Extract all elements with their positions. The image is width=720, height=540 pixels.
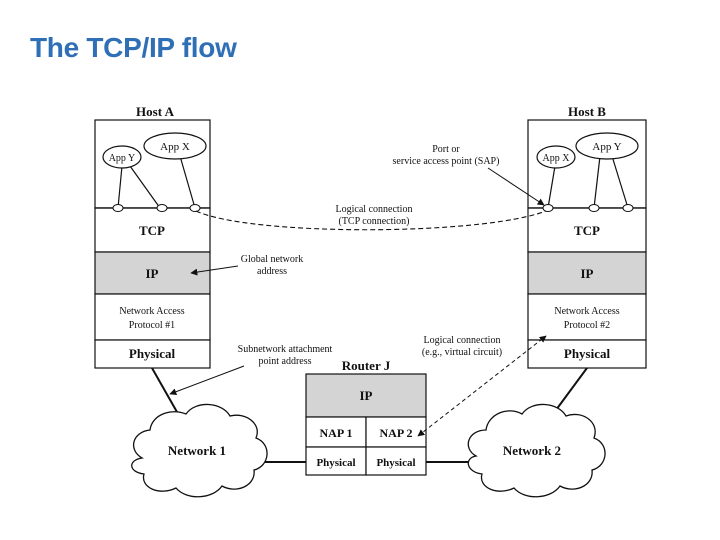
network-1-label: Network 1 <box>168 443 226 458</box>
host-b-app-x <box>536 145 576 169</box>
host-b-physical-layer <box>527 339 647 369</box>
global-address-arrow <box>190 265 239 276</box>
host-a-nap-label-1: Network Access <box>119 306 184 317</box>
host-b-app-x-label: App X <box>543 153 571 164</box>
host-b-port-3 <box>622 204 634 212</box>
router-nap2-label: NAP 2 <box>380 426 413 440</box>
host-a-nap-layer <box>94 293 211 341</box>
host-a-port-2 <box>156 204 168 212</box>
host-b: Host B App X App Y TCP IP Network Access… <box>527 104 647 369</box>
subnet-address-label-line2: point address <box>258 356 311 367</box>
router-nap1-label: NAP 1 <box>320 426 353 440</box>
host-a-app-x <box>143 132 207 160</box>
host-b-nap-label-1: Network Access <box>554 306 619 317</box>
host-a-physical-label: Physical <box>129 346 176 361</box>
router-physical1-layer <box>305 446 367 476</box>
router-label: Router J <box>342 358 391 373</box>
host-b-physical-label: Physical <box>564 346 611 361</box>
global-address-label-line2: address <box>257 266 287 277</box>
port-annotation-line1: Port or <box>432 144 460 155</box>
global-address-label-line1: Global network <box>241 254 304 265</box>
host-b-app-y-label: App Y <box>592 141 621 153</box>
host-b-label: Host B <box>568 104 606 119</box>
router-physical2-label: Physical <box>376 457 415 469</box>
host-a-port-1 <box>112 204 124 212</box>
router-physical1-label: Physical <box>316 457 355 469</box>
tcp-connection-label-line1: Logical connection <box>336 204 413 215</box>
router-ip-label: IP <box>360 388 373 403</box>
host-b-port-2 <box>588 204 600 212</box>
host-b-ip-label: IP <box>581 266 594 281</box>
router-j: Router J IP NAP 1 NAP 2 Physical Physica… <box>305 358 427 476</box>
tcp-logical-connection <box>195 210 547 231</box>
host-a-app-y <box>102 145 142 169</box>
subnet-address-arrow <box>169 365 245 396</box>
link-host-b-network-2 <box>555 367 588 411</box>
host-a-app-x-label: App X <box>160 141 190 153</box>
router-nap1-layer <box>305 416 367 448</box>
host-a-tcp-label: TCP <box>139 223 165 238</box>
virtual-circuit-connection <box>417 335 547 437</box>
router-nap2-layer <box>365 416 427 448</box>
virtual-circuit-label-line1: Logical connection <box>424 335 501 346</box>
host-b-app-y <box>575 132 639 160</box>
slide-title: The TCP/IP flow <box>30 32 237 63</box>
port-annotation-arrow <box>487 167 545 206</box>
host-a-app-y-label: App Y <box>109 153 136 164</box>
network-2-label: Network 2 <box>503 443 561 458</box>
host-b-ip-layer <box>527 251 647 295</box>
subnet-address-label-line1: Subnetwork attachment <box>238 344 333 355</box>
tcp-connection-label-line2: (TCP connection) <box>338 216 409 227</box>
host-b-nap-layer <box>527 293 647 341</box>
port-annotation-line2: service access point (SAP) <box>393 156 500 167</box>
link-host-a-network-1 <box>151 367 178 413</box>
host-b-tcp-label: TCP <box>574 223 600 238</box>
router-ip-layer <box>305 373 427 418</box>
virtual-circuit-label-line2: (e.g., virtual circuit) <box>422 347 502 358</box>
network-1-cloud <box>131 403 268 498</box>
router-physical2-layer <box>365 446 427 476</box>
host-b-nap-label-2: Protocol #2 <box>564 320 610 331</box>
host-b-port-1 <box>542 204 554 212</box>
host-a: Host A App Y App X TCP IP Network Access… <box>94 104 211 369</box>
host-a-label: Host A <box>136 104 175 119</box>
host-a-ip-label: IP <box>146 266 159 281</box>
host-a-nap-label-2: Protocol #1 <box>129 320 175 331</box>
host-a-port-3 <box>189 204 201 212</box>
